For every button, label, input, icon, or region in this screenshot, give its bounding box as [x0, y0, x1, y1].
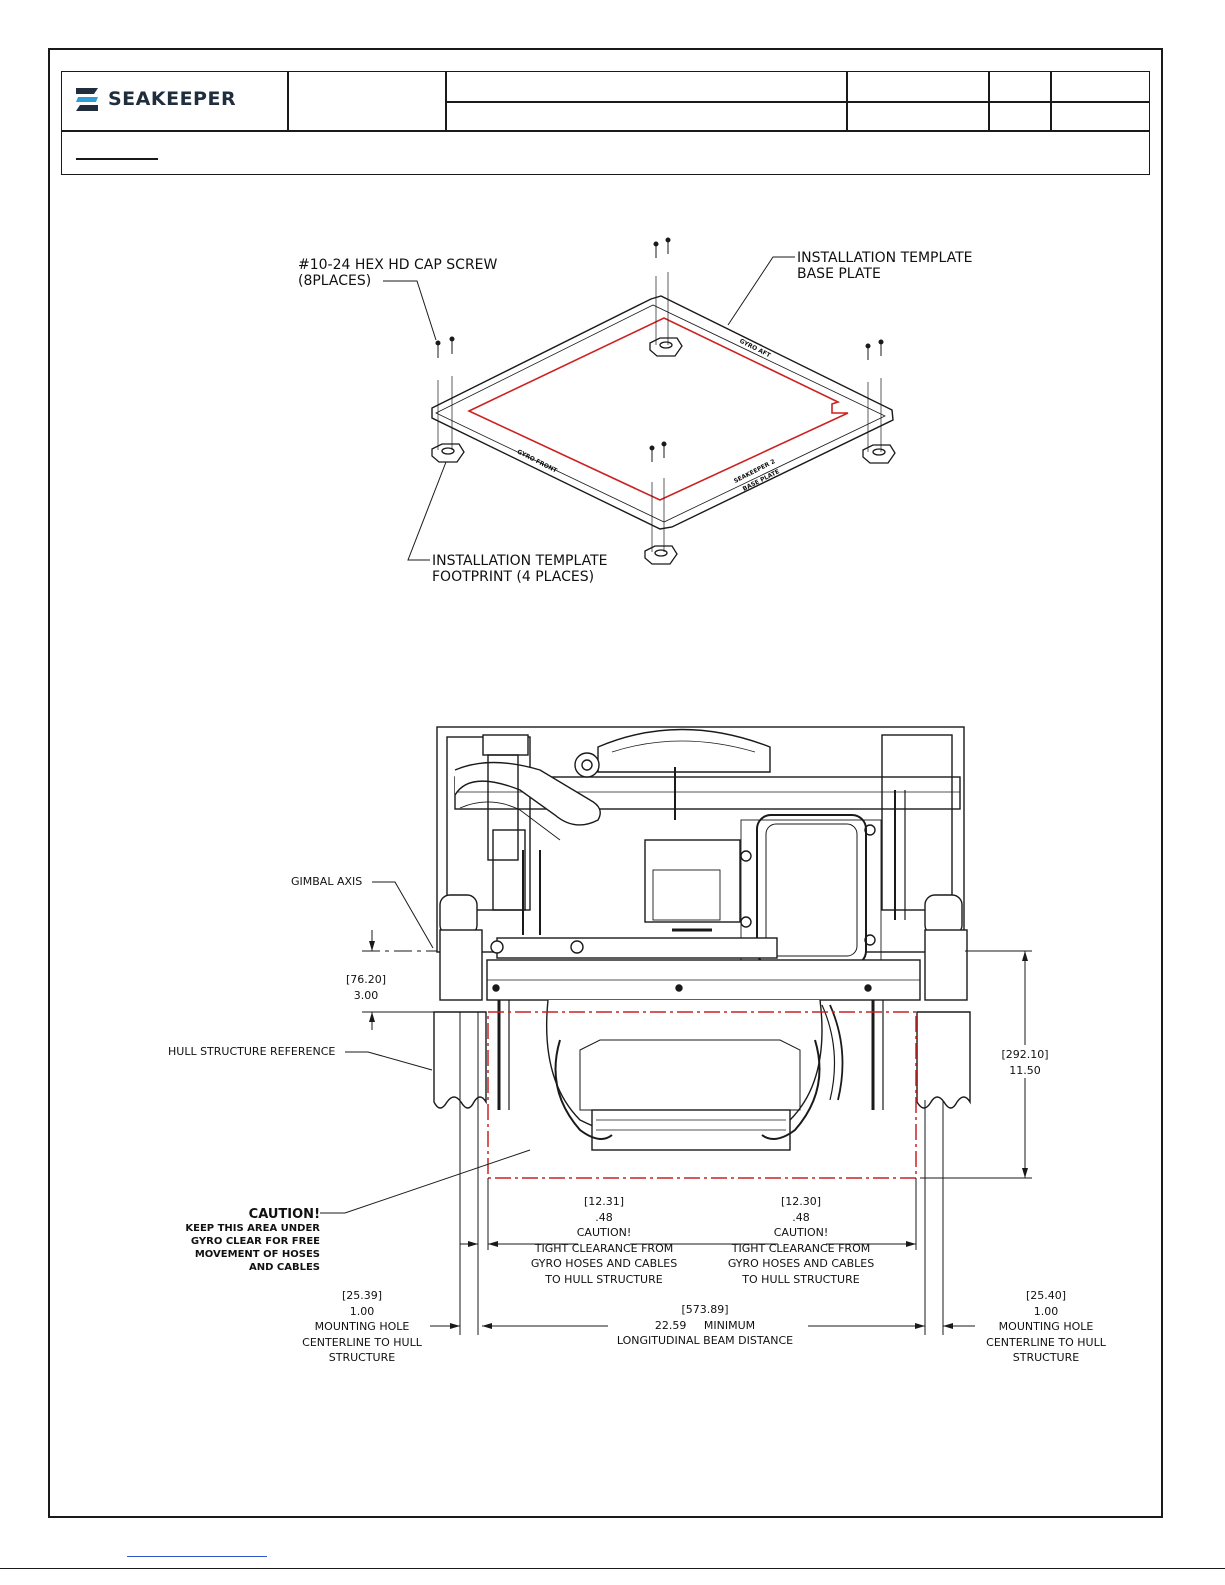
dim-imperial: 1.00	[349, 1304, 375, 1318]
dim-note: TIGHT CLEARANCE FROM	[731, 1241, 871, 1255]
dim-note: TO HULL STRUCTURE	[742, 1272, 860, 1286]
footprint-pad	[649, 337, 683, 357]
dim-note: STRUCTURE	[1012, 1351, 1080, 1364]
dimension-lines	[362, 930, 1032, 1335]
caution-title: CAUTION!	[248, 1207, 320, 1222]
title-block-divider	[287, 72, 289, 131]
caution-line: MOVEMENT OF HOSES	[194, 1249, 320, 1260]
dim-imperial: 3.00	[353, 988, 379, 1002]
front-view-leaders	[320, 881, 531, 1214]
gimbal-axis-label: GIMBAL AXIS	[291, 875, 363, 888]
footprint-pads	[431, 337, 896, 565]
base-plate-callout: INSTALLATION TEMPLATE BASE PLATE	[797, 250, 973, 282]
dim-imperial: 11.50	[1009, 1063, 1041, 1077]
callout-line: BASE PLATE	[797, 266, 881, 282]
callout-line: #10-24 HEX HD CAP SCREW	[298, 257, 498, 273]
dim-qualifier: MINIMUM	[703, 1318, 756, 1332]
callout-line: INSTALLATION TEMPLATE	[432, 553, 608, 569]
caution-line: GYRO CLEAR FOR FREE	[190, 1236, 320, 1247]
dim-note: TIGHT CLEARANCE FROM	[534, 1241, 674, 1255]
dim-note: CENTERLINE TO HULL	[302, 1335, 422, 1349]
dim-note: CAUTION!	[773, 1226, 829, 1239]
dim-imperial: .48	[792, 1210, 810, 1224]
dim-note: CAUTION!	[576, 1226, 632, 1239]
cap-screw-group	[865, 339, 884, 452]
title-block-divider	[446, 101, 1149, 103]
brand-name: SEAKEEPER	[108, 88, 237, 110]
title-block-divider	[445, 72, 447, 131]
footer-rule	[0, 1568, 1225, 1569]
footer-link-underline[interactable]	[127, 1556, 267, 1557]
dim-metric: [25.40]	[1025, 1289, 1067, 1302]
dim-gimbal-offset: [76.20] 3.00	[336, 972, 396, 1003]
dim-note: MOUNTING HOLE	[314, 1320, 410, 1333]
dim-imperial: 22.59	[654, 1318, 687, 1332]
dim-beam-distance: [573.89] 22.59 MINIMUM LONGITUDINAL BEAM…	[600, 1302, 810, 1349]
dim-left-clearance: [12.31] .48 CAUTION! TIGHT CLEARANCE FRO…	[509, 1194, 699, 1287]
dim-note: MOUNTING HOLE	[998, 1320, 1094, 1333]
dim-note: TO HULL STRUCTURE	[545, 1272, 663, 1286]
logo-mark-icon	[76, 88, 98, 111]
dim-metric: [76.20]	[345, 973, 387, 986]
dim-note: CENTERLINE TO HULL	[986, 1335, 1106, 1349]
dim-imperial-row: 22.59 MINIMUM	[600, 1318, 810, 1334]
cap-screw-group	[653, 237, 671, 345]
title-block	[61, 71, 1150, 175]
footprint-callout: INSTALLATION TEMPLATE FOOTPRINT (4 PLACE…	[432, 553, 608, 585]
dim-note: GYRO HOSES AND CABLES	[530, 1257, 678, 1270]
hull-structure	[433, 1011, 971, 1109]
callout-line: INSTALLATION TEMPLATE	[797, 250, 973, 266]
dimension-arrows	[369, 941, 1028, 1329]
dim-right-clearance: [12.30] .48 CAUTION! TIGHT CLEARANCE FRO…	[706, 1194, 896, 1287]
dim-metric: [573.89]	[681, 1303, 729, 1316]
base-plate-template	[431, 295, 894, 530]
caution-callout: CAUTION! KEEP THIS AREA UNDER GYRO CLEAR…	[172, 1207, 320, 1274]
cap-screw-group	[435, 336, 455, 450]
gyro-assembly	[436, 726, 968, 1151]
dim-metric: [292.10]	[1001, 1048, 1049, 1061]
seakeeper-logo: SEAKEEPER	[72, 84, 236, 114]
dim-clear-height: [292.10] 11.50	[990, 1047, 1060, 1078]
hull-reference-label: HULL STRUCTURE REFERENCE	[168, 1045, 336, 1058]
footprint-pad	[431, 443, 465, 463]
dim-note: LONGITUDINAL BEAM DISTANCE	[616, 1334, 794, 1347]
callout-line: FOOTPRINT (4 PLACES)	[432, 569, 595, 585]
caution-line: AND CABLES	[249, 1262, 320, 1273]
dim-metric: [12.30]	[780, 1195, 822, 1208]
dim-right-mounting: [25.40] 1.00 MOUNTING HOLE CENTERLINE TO…	[976, 1288, 1116, 1366]
top-view-leaders	[383, 256, 795, 561]
dim-metric: [12.31]	[583, 1195, 625, 1208]
callout-line: (8PLACES)	[298, 273, 372, 289]
title-block-divider	[62, 130, 1149, 132]
template-outline	[467, 317, 849, 501]
cap-screw-group	[649, 441, 667, 552]
dim-imperial: .48	[595, 1210, 613, 1224]
dim-note: STRUCTURE	[328, 1351, 396, 1364]
cap-screws	[435, 237, 884, 552]
dim-note: GYRO HOSES AND CABLES	[727, 1257, 875, 1270]
cap-screw-callout: #10-24 HEX HD CAP SCREW (8PLACES)	[298, 257, 497, 289]
dim-left-mounting: [25.39] 1.00 MOUNTING HOLE CENTERLINE TO…	[292, 1288, 432, 1366]
caution-line: KEEP THIS AREA UNDER	[185, 1223, 320, 1234]
dim-imperial: 1.00	[1033, 1304, 1059, 1318]
dim-metric: [25.39]	[341, 1289, 383, 1302]
footprint-pad	[862, 444, 896, 464]
drawing-border	[48, 48, 1163, 1518]
footprint-pad	[644, 545, 678, 565]
section-underline	[76, 158, 158, 160]
